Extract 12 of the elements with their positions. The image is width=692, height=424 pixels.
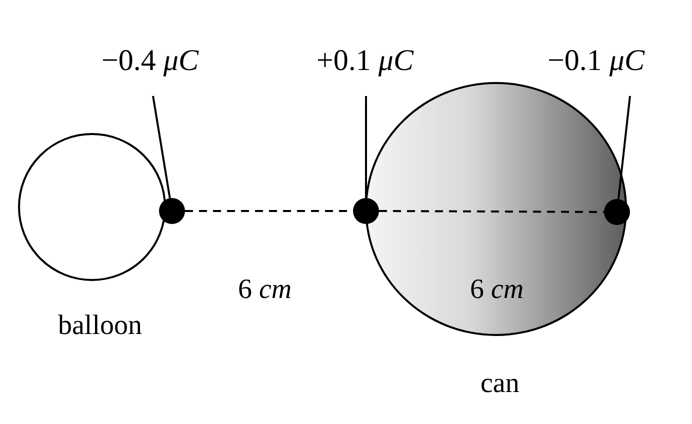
point-charge — [353, 198, 379, 224]
charge-label: +0.1 μC — [316, 44, 414, 76]
point-charge — [159, 198, 185, 224]
object-label: can — [480, 368, 520, 400]
charge-label: −0.1 μC — [548, 44, 644, 76]
leader-line — [152, 96, 171, 198]
distance-label: 6 cm — [470, 274, 524, 306]
leader-line — [365, 96, 367, 198]
charge-label: −0.4 μC — [102, 44, 198, 76]
object-label: balloon — [58, 310, 142, 342]
leader-line — [617, 96, 631, 200]
distance-label: 6 cm — [238, 274, 292, 306]
